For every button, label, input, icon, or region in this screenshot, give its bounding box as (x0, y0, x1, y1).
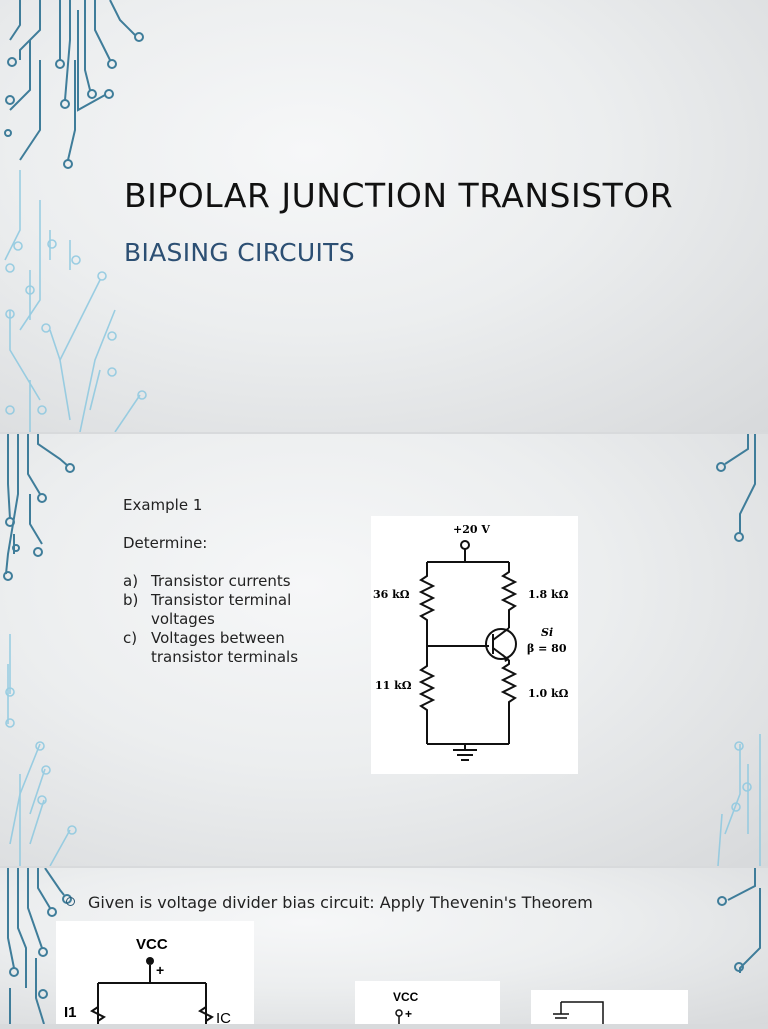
circuit-diagram: +20 V 36 kΩ 1.8 kΩ Si β = 80 11 kΩ 1.0 k… (371, 516, 578, 774)
thevenin-figure-b (531, 990, 688, 1024)
i1-label: I1 (64, 1004, 77, 1021)
bullet-icon (66, 897, 75, 906)
vcc-label: VCC (136, 936, 168, 953)
slide3-heading: Given is voltage divider bias circuit: A… (88, 893, 593, 912)
r2-label: 11 kΩ (375, 679, 412, 692)
re-label: 1.0 kΩ (528, 687, 569, 700)
title-slide: BIPOLAR JUNCTION TRANSISTOR BIASING CIRC… (0, 0, 768, 432)
ic-label: IC (216, 1010, 231, 1024)
determine-label: Determine: (123, 534, 208, 552)
slide-subtitle: BIASING CIRCUITS (124, 238, 355, 267)
material-label: Si (541, 626, 553, 639)
voltage-divider-figure: VCC + I1 IC (56, 921, 254, 1027)
example-label: Example 1 (123, 496, 203, 514)
circuit-trace-decoration (4, 0, 147, 432)
vcc-label: VCC (393, 990, 419, 1004)
thevenin-figure-a: VCC + (355, 981, 500, 1024)
circuit-trace-decoration (7, 868, 761, 1024)
list-item: a)Transistor currents (123, 572, 291, 590)
plus-label: + (156, 962, 164, 978)
plus-label: + (405, 1007, 412, 1021)
supply-voltage-label: +20 V (453, 523, 490, 536)
beta-label: β = 80 (527, 642, 567, 655)
rc-label: 1.8 kΩ (528, 588, 569, 601)
circuit-trace-decoration (3, 434, 761, 866)
question-list: a)Transistor currents b)Transistor termi… (123, 572, 311, 667)
list-item: c)Voltages between transistor terminals (123, 629, 299, 666)
list-item: b)Transistor terminal voltages (123, 591, 292, 628)
r1-label: 36 kΩ (373, 588, 410, 601)
slide-title: BIPOLAR JUNCTION TRANSISTOR (124, 176, 674, 215)
